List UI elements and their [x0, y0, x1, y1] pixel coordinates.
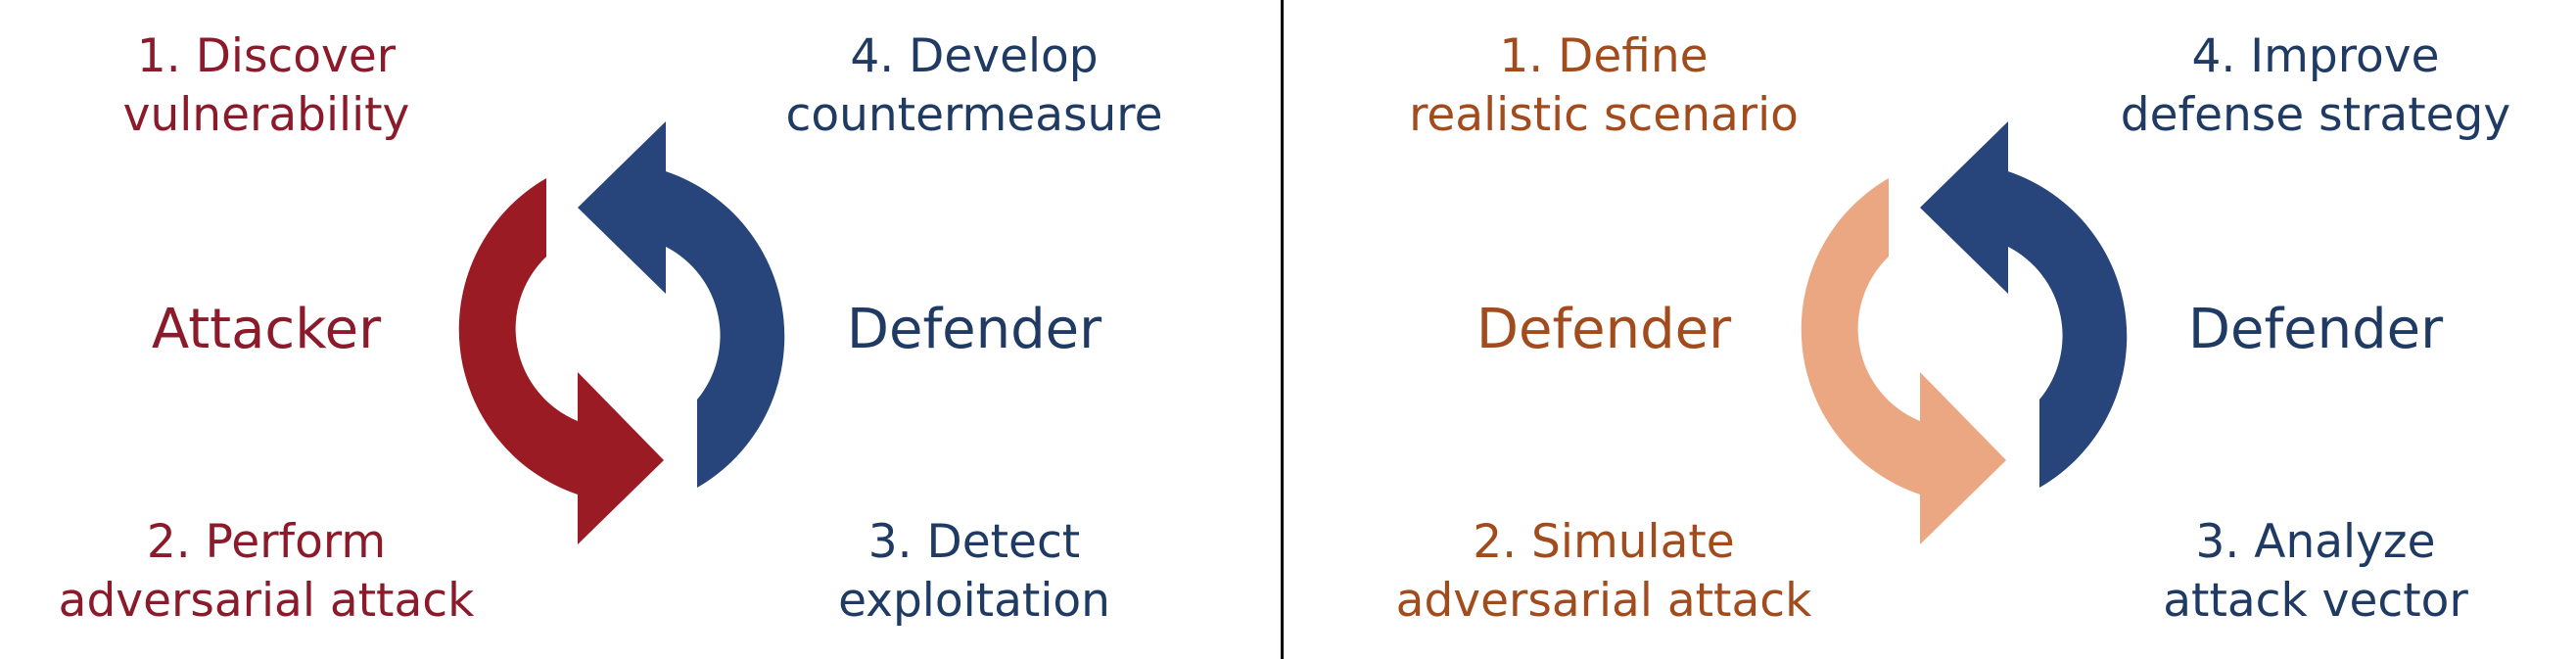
step-1-line2: realistic scenario [1409, 88, 1799, 142]
step-3-line1: 3. Detect [867, 515, 1081, 569]
step-1-label: 1. Discover vulnerability [123, 27, 410, 145]
step-4-line1: 4. Develop [850, 29, 1099, 83]
step-4-line2: defense strategy [2120, 88, 2511, 142]
step-3-label: 3. Detect exploitation [838, 513, 1110, 631]
defender-blue-arc-arrow [1920, 121, 2128, 488]
step-3-label: 3. Analyze attack vector [2163, 513, 2468, 631]
role-defender: Defender [846, 298, 1102, 361]
right-cycle-panel: 1. Define realistic scenario 4. Improve … [1287, 0, 2576, 659]
step-3-line1: 3. Analyze [2195, 515, 2436, 569]
step-1-line1: 1. Define [1499, 29, 1709, 83]
step-2-label: 2. Simulate adversarial attack [1396, 513, 1812, 631]
step-2-label: 2. Perform adversarial attack [59, 513, 475, 631]
step-2-line1: 2. Perform [146, 515, 387, 569]
step-1-line1: 1. Discover [136, 29, 397, 83]
step-3-line2: attack vector [2163, 574, 2468, 628]
attacker-arc-arrow [458, 178, 664, 544]
left-cycle-arrows [458, 121, 785, 544]
step-2-line2: adversarial attack [58, 574, 475, 628]
step-4-label: 4. Develop countermeasure [786, 27, 1163, 145]
panel-divider [1281, 0, 1284, 659]
step-1-line2: vulnerability [122, 88, 410, 142]
step-2-line1: 2. Simulate [1473, 515, 1735, 569]
left-cycle-panel: 1. Discover vulnerability 4. Develop cou… [0, 0, 1281, 659]
step-2-line2: adversarial attack [1395, 574, 1812, 628]
defender-arc-arrow [578, 121, 785, 488]
step-1-label: 1. Define realistic scenario [1409, 27, 1799, 145]
step-4-line2: countermeasure [785, 88, 1163, 142]
role-defender-right: Defender [2187, 298, 2444, 361]
step-4-label: 4. Improve defense strategy [2121, 27, 2510, 145]
defender-orange-arc-arrow [1801, 178, 2006, 544]
step-3-line2: exploitation [838, 574, 1110, 628]
step-4-line1: 4. Improve [2191, 29, 2440, 83]
right-cycle-arrows [1801, 121, 2128, 544]
role-attacker: Attacker [151, 298, 382, 361]
role-defender-left: Defender [1475, 298, 1732, 361]
